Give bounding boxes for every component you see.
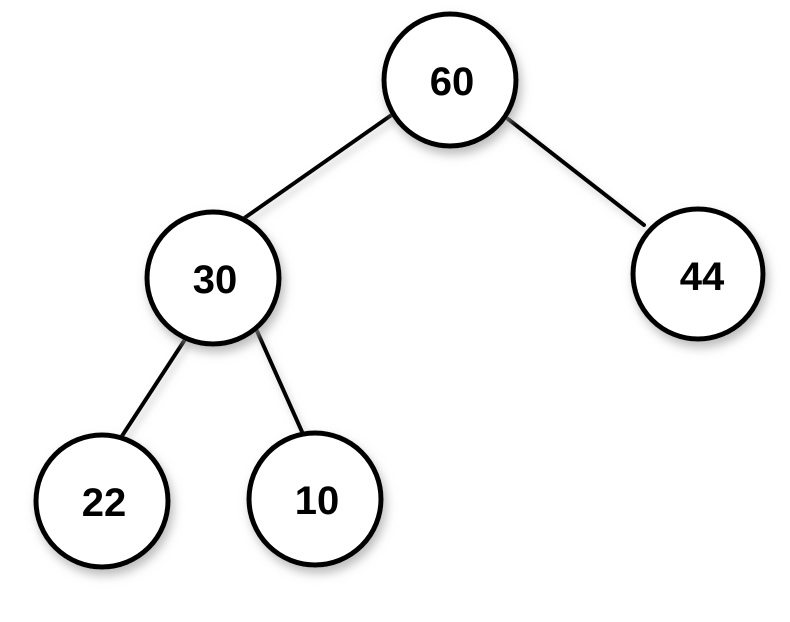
edge-60-30: [241, 112, 395, 221]
edge-group: [120, 112, 646, 438]
node-label-22: 22: [82, 481, 127, 525]
node-circle-44[interactable]: [630, 206, 766, 342]
node-group: 60 30 44 22 10: [33, 11, 766, 570]
tree-node-leaf-left[interactable]: 22: [33, 432, 171, 570]
tree-node-root[interactable]: 60: [381, 11, 519, 149]
node-circle-22[interactable]: [33, 432, 171, 570]
tree-node-left-child[interactable]: 30: [144, 209, 282, 347]
node-circle-60[interactable]: [381, 11, 519, 149]
node-circle-30[interactable]: [144, 209, 282, 347]
edge-30-22: [120, 336, 188, 438]
edge-60-44: [506, 117, 646, 227]
tree-node-leaf-right[interactable]: 10: [246, 430, 384, 568]
node-label-30: 30: [193, 258, 238, 302]
node-label-10: 10: [295, 479, 340, 523]
node-label-60: 60: [430, 60, 475, 104]
node-circle-10[interactable]: [246, 430, 384, 568]
node-label-44: 44: [680, 255, 725, 299]
tree-node-right-child[interactable]: 44: [630, 206, 766, 342]
edge-30-10: [255, 329, 305, 436]
